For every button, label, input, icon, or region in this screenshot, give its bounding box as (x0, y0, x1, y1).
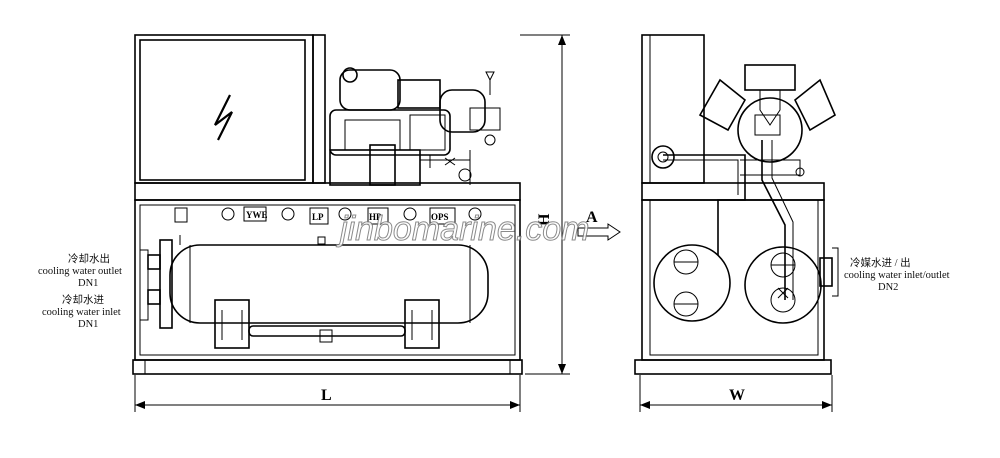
compressor (329, 67, 501, 186)
dim-length-label: L (321, 387, 332, 404)
gauge-hp (367, 207, 389, 225)
side-upper-frame (641, 182, 825, 201)
gauge-panel: YWE LP HP OPS (174, 206, 482, 245)
right-io-en: cooling water inlet/outlet (844, 270, 950, 281)
annotations: 冷却水出 cooling water outlet DN1 冷却水进 cooli… (38, 252, 950, 330)
gauge-icon (281, 207, 295, 221)
watermark: jinbomarine.com (336, 210, 589, 248)
right-io-cn: 冷媒水进 / 出 (850, 256, 911, 269)
right-io-dn: DN2 (878, 282, 898, 293)
left-outlet-dn: DN1 (78, 278, 98, 289)
side-view (634, 34, 839, 375)
gauge-icon (403, 207, 417, 221)
condenser-shell (140, 235, 489, 349)
gauge-ywe-label: YWE (246, 210, 268, 220)
dimension-lines: L H A W (134, 34, 833, 412)
dim-width-label: W (729, 387, 745, 404)
condenser-end (653, 244, 731, 322)
left-inlet-dn: DN1 (78, 319, 98, 330)
gauge-hp-label: HP (369, 212, 382, 222)
switch-box (174, 207, 188, 223)
evaporator-end (744, 246, 822, 324)
left-outlet-cn: 冷却水出 (68, 252, 110, 265)
gauge-ywe (243, 206, 267, 222)
gauge-icon (221, 207, 235, 221)
gauge-icon (468, 207, 482, 221)
left-inlet-cn: 冷却水进 (62, 293, 104, 306)
base-skid (132, 359, 523, 375)
pipe (761, 140, 786, 300)
gauge-icon (338, 207, 352, 221)
gauge-ops-label: OPS (431, 212, 449, 222)
front-view: YWE LP HP OPS (132, 34, 523, 375)
pipe (663, 154, 746, 255)
gauge-ops (429, 207, 456, 225)
left-outlet-en: cooling water outlet (38, 266, 122, 277)
left-inlet-en: cooling water inlet (42, 307, 121, 318)
v-compressor (698, 64, 837, 177)
gauge-lp (309, 207, 329, 225)
dim-view-label: A (586, 209, 598, 226)
dim-height-label: H (536, 213, 553, 226)
upper-base-frame (134, 182, 521, 201)
side-base-skid (634, 359, 832, 375)
side-housing (641, 199, 825, 361)
gauge-lp-label: LP (312, 212, 324, 222)
lightning-symbol (214, 94, 233, 141)
